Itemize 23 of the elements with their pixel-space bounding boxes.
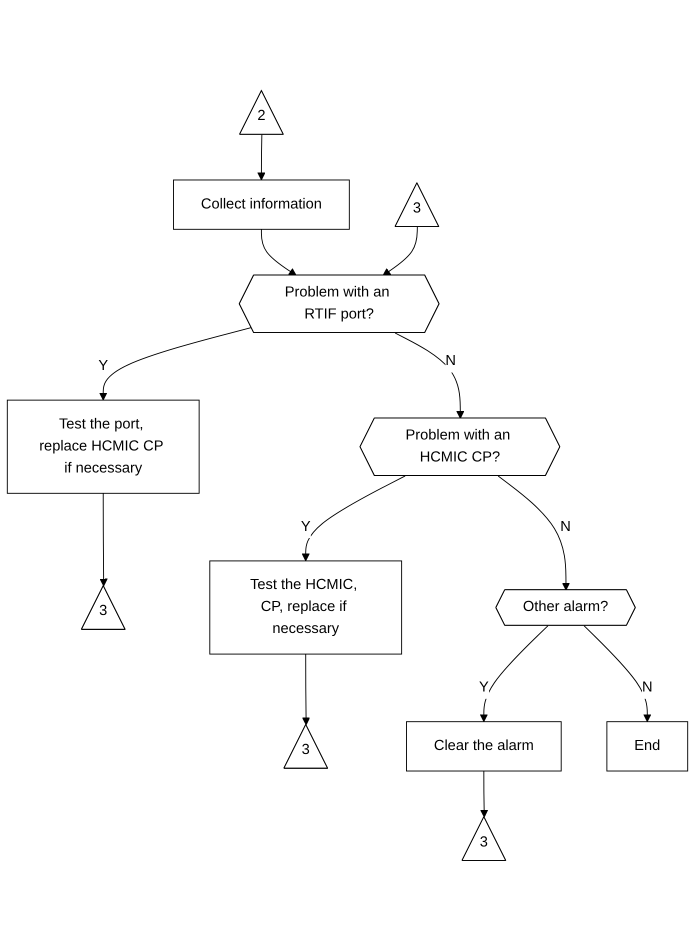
node-box: End xyxy=(606,721,688,772)
arrow xyxy=(302,476,406,562)
node-box: Clear the alarm xyxy=(406,721,562,772)
arrow xyxy=(382,226,418,276)
arrow xyxy=(99,327,252,400)
arrow xyxy=(257,134,266,180)
node-box: Test the HCMIC, CP, replace if necessary xyxy=(209,560,402,655)
edge-label: Y xyxy=(98,358,108,374)
arrow xyxy=(480,770,488,818)
edge-label: Y xyxy=(300,518,311,534)
arrow xyxy=(302,654,310,726)
arrow xyxy=(394,332,464,419)
node-box: Collect information xyxy=(173,180,350,230)
arrow xyxy=(480,625,548,722)
edge-label: N xyxy=(642,680,653,696)
edge-label: N xyxy=(560,518,571,534)
edge-label: Y xyxy=(478,680,489,696)
arrow xyxy=(260,228,297,276)
arrow xyxy=(100,492,108,586)
node-box: Test the port, replace HCMIC CP if necessary xyxy=(6,400,200,494)
arrow xyxy=(584,625,652,722)
arrow xyxy=(498,476,570,590)
edge-label: N xyxy=(445,353,456,369)
